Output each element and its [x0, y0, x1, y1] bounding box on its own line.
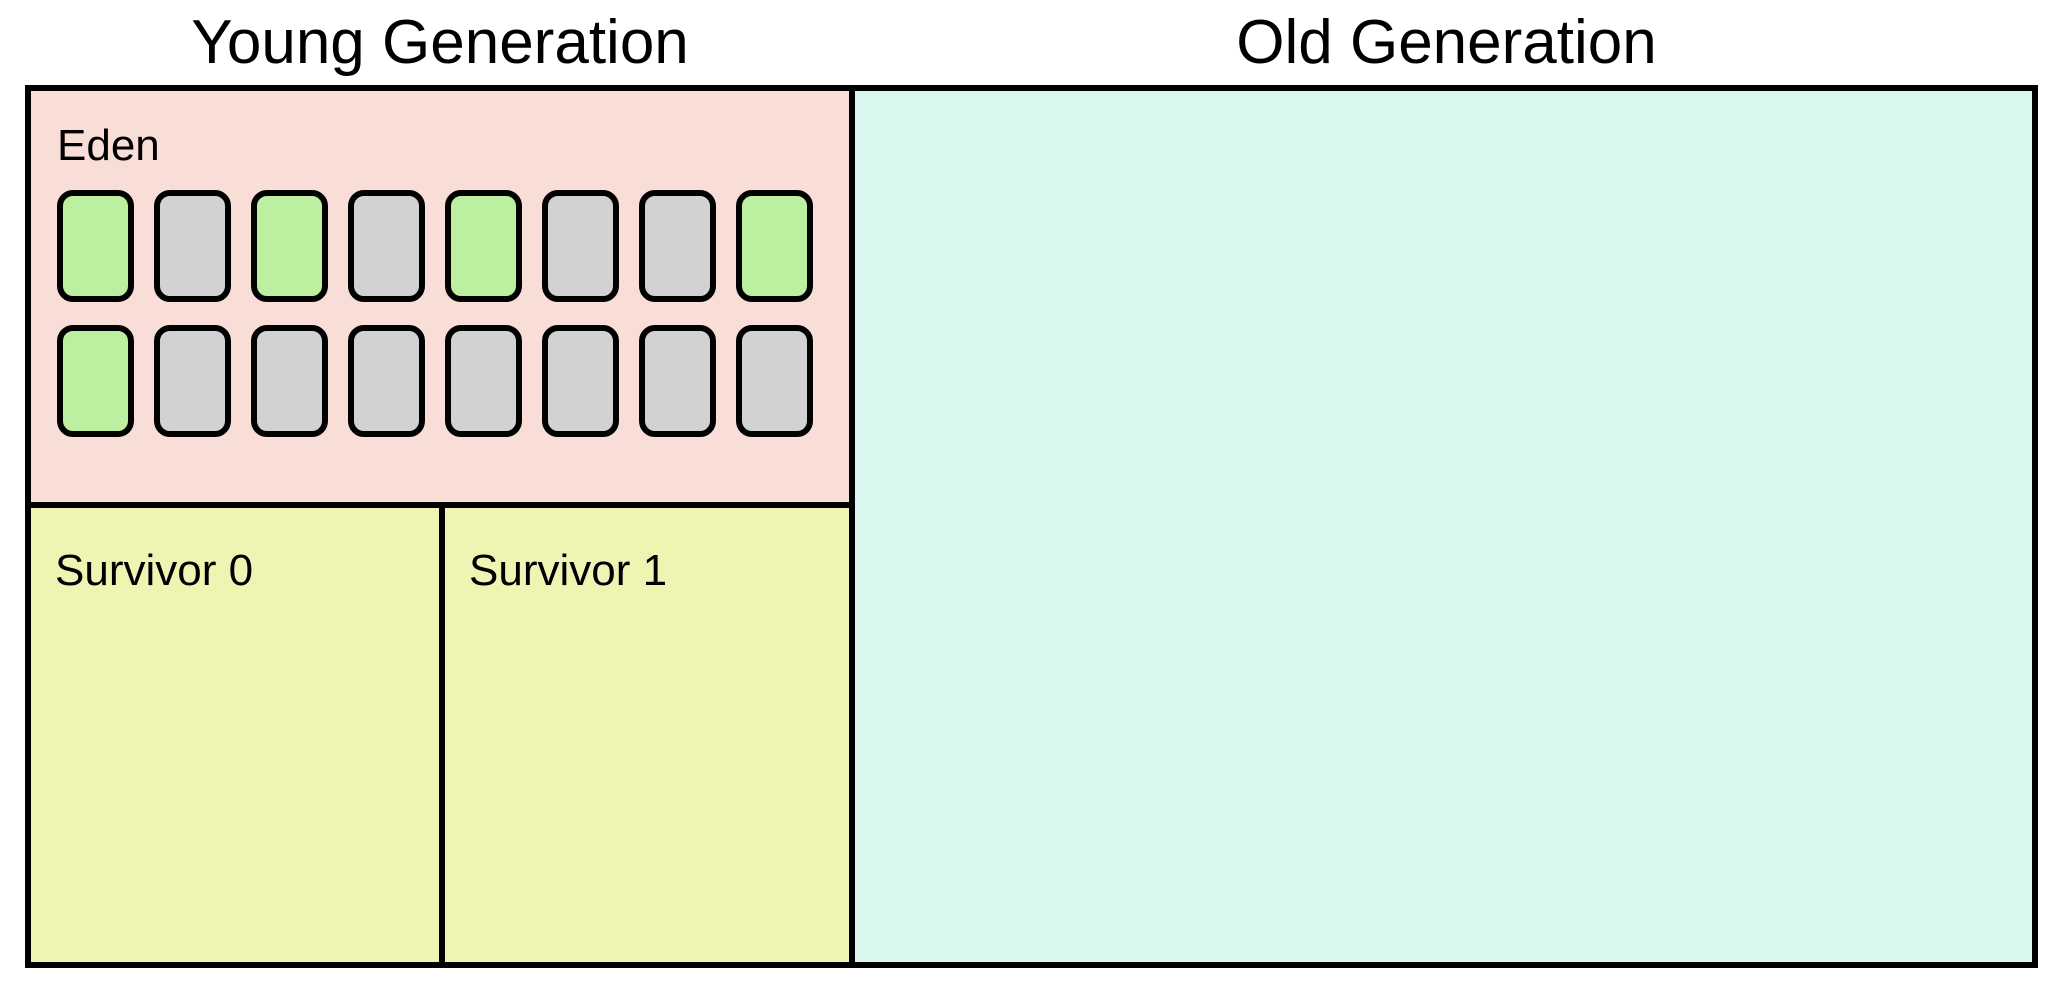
garbage-object-block: [445, 324, 522, 437]
young-generation-title: Young Generation: [191, 8, 689, 77]
eden-region: Eden: [31, 91, 849, 508]
heap-box: Eden Survivor 0 Survivor 1: [25, 85, 2038, 968]
eden-block-row: [57, 324, 823, 437]
generation-titles: Young Generation Old Generation: [25, 0, 2038, 85]
live-object-block: [57, 189, 134, 302]
garbage-object-block: [639, 324, 716, 437]
live-object-block: [251, 189, 328, 302]
garbage-object-block: [348, 324, 425, 437]
live-object-block: [736, 189, 813, 302]
eden-label: Eden: [57, 121, 160, 170]
live-object-block: [57, 324, 134, 437]
survivor-0-label: Survivor 0: [55, 546, 254, 595]
old-generation-region: [855, 91, 2032, 962]
garbage-object-block: [154, 324, 231, 437]
young-generation-region: Eden Survivor 0 Survivor 1: [31, 91, 855, 962]
garbage-object-block: [639, 189, 716, 302]
old-generation-title: Old Generation: [1236, 8, 1657, 77]
survivor-0-region: Survivor 0: [31, 508, 445, 962]
eden-block-row: [57, 189, 823, 302]
eden-object-blocks: [57, 189, 823, 437]
garbage-object-block: [251, 324, 328, 437]
survivor-1-label: Survivor 1: [469, 546, 668, 595]
survivor-1-region: Survivor 1: [445, 508, 849, 962]
live-object-block: [445, 189, 522, 302]
garbage-object-block: [736, 324, 813, 437]
garbage-object-block: [348, 189, 425, 302]
survivor-spaces-row: Survivor 0 Survivor 1: [31, 508, 849, 962]
garbage-object-block: [542, 189, 619, 302]
garbage-object-block: [154, 189, 231, 302]
garbage-object-block: [542, 324, 619, 437]
